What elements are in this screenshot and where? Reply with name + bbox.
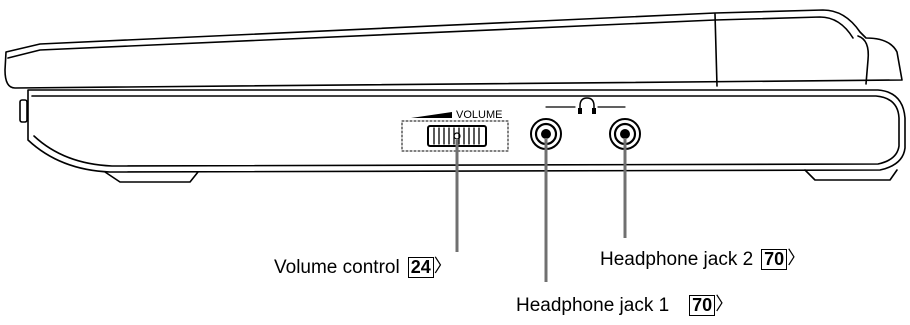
lid-inner-line	[7, 16, 854, 59]
page-ref-number: 24	[407, 257, 434, 278]
page-ref-arrow-icon: 〉	[787, 248, 806, 268]
side-button	[19, 99, 28, 123]
callout-headphone-jack-2-text: Headphone jack 2	[600, 249, 754, 270]
callout-headphone-jack-1: Headphone jack 1 70〉	[516, 295, 733, 317]
volume-wheel-ridges	[433, 127, 480, 145]
page-ref-number: 70	[689, 295, 716, 316]
headphone-symbol-right-cup	[592, 108, 596, 114]
callout-headphone-jack-2: Headphone jack 2 70〉	[600, 249, 805, 271]
callout-volume-control-text: Volume control	[274, 257, 400, 278]
volume-label: VOLUME	[456, 109, 502, 121]
lid-seam	[714, 13, 718, 87]
base-inner-line	[31, 95, 900, 167]
page-ref-arrow-icon: 〉	[433, 256, 452, 276]
foot-left	[104, 171, 199, 183]
page-ref-arrow-icon: 〉	[715, 294, 734, 314]
callout-volume-control: Volume control 24〉	[274, 257, 452, 279]
headphone-symbol-icon	[579, 97, 595, 113]
volume-wedge-icon	[411, 112, 452, 118]
foot-right	[804, 169, 898, 181]
headphone-jack-1-hole	[541, 129, 551, 139]
headphone-symbol-left-cup	[578, 108, 582, 114]
page-ref-badge: 24〉	[407, 256, 452, 279]
page-ref-badge: 70〉	[761, 249, 805, 271]
page-ref-badge: 70〉	[689, 295, 733, 317]
base-outline	[27, 89, 906, 173]
volume-area	[401, 120, 509, 152]
volume-wheel-center	[453, 132, 461, 140]
lid-outline	[4, 9, 903, 89]
callout-headphone-jack-1-text: Headphone jack 1	[516, 295, 670, 316]
headphone-jack-2-hole	[620, 129, 630, 139]
page-ref-number: 70	[761, 249, 788, 270]
lid-front-curve	[857, 35, 870, 85]
